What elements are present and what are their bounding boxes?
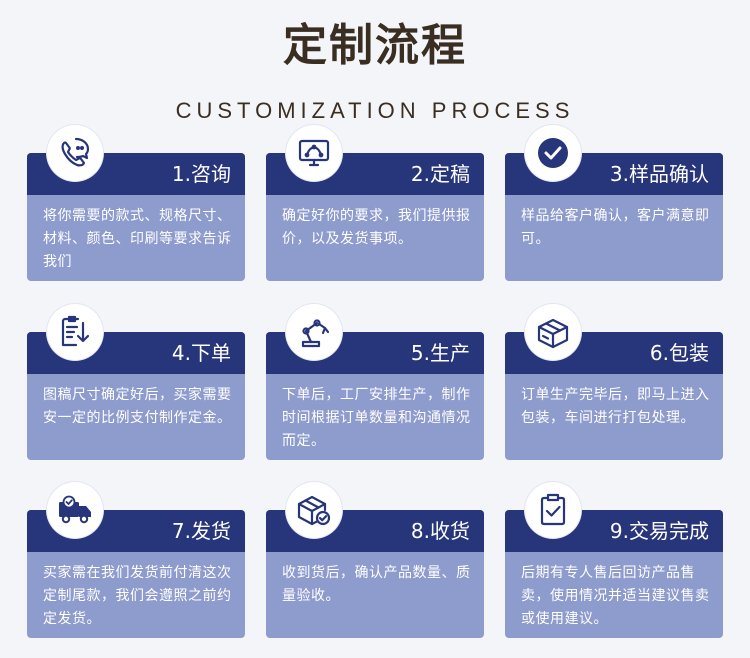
- step-card-receiving: 8.收货 收到货后，确认产品数量、质量验收。: [266, 482, 484, 638]
- step-description: 样品给客户确认，客户满意即可。: [521, 208, 710, 247]
- step-card-packaging: 6.包装 订单生产完毕后，即马上进入包装，车间进行打包处理。: [505, 304, 723, 460]
- icon-badge: [47, 304, 103, 360]
- page-subtitle: CUSTOMIZATION PROCESS: [175, 98, 575, 123]
- monitor-design-icon: [298, 139, 330, 167]
- step-description: 下单后，工厂安排生产，制作时间根据订单数量和沟通情况而定。: [282, 387, 471, 449]
- step-card-header: 4.下单: [27, 332, 245, 374]
- step-title: 4.下单: [171, 341, 231, 365]
- page-title: 定制流程: [283, 20, 467, 71]
- step-card-finalize: 2.定稿 确定好你的要求，我们提供报价，以及发货事项。: [266, 125, 484, 281]
- step-title: 9.交易完成: [609, 519, 709, 543]
- icon-badge: [525, 482, 581, 538]
- icon-badge: [286, 304, 342, 360]
- icon-badge: [286, 482, 342, 538]
- step-title: 8.收货: [410, 519, 470, 543]
- step-description: 图稿尺寸确定好后，买家需要安一定的比例支付制作定金。: [43, 387, 232, 426]
- icon-badge: [525, 125, 581, 181]
- step-description: 将你需要的款式、规格尺寸、材料、颜色、印刷等要求告诉我们: [43, 208, 232, 270]
- step-title: 1.咨询: [171, 162, 231, 186]
- step-title: 7.发货: [171, 519, 231, 543]
- icon-badge: [286, 125, 342, 181]
- step-title: 3.样品确认: [609, 162, 709, 186]
- completed-clipboard-icon: [540, 493, 566, 526]
- step-title: 2.定稿: [410, 162, 470, 186]
- phone-chat-icon: [61, 137, 90, 167]
- order-clipboard-icon: [61, 315, 90, 347]
- step-card-consult: 1.咨询 将你需要的款式、规格尺寸、材料、颜色、印刷等要求告诉我们: [27, 125, 245, 281]
- step-description: 确定好你的要求，我们提供报价，以及发货事项。: [282, 208, 471, 247]
- step-description: 订单生产完毕后，即马上进入包装，车间进行打包处理。: [521, 387, 710, 426]
- delivery-truck-icon: [59, 495, 91, 524]
- icon-badge: [525, 304, 581, 360]
- received-box-icon: [297, 495, 331, 526]
- checkmark-icon: [538, 138, 568, 168]
- icon-badge: [47, 482, 103, 538]
- step-description: 收到货后，确认产品数量、质量验收。: [282, 565, 471, 604]
- step-card-production: 5.生产 下单后，工厂安排生产，制作时间根据订单数量和沟通情况而定。: [266, 304, 484, 460]
- step-card-shipping: 7.发货 买家需在我们发货前付清这次定制尾款，我们会遵照之前约定发货。: [27, 482, 245, 638]
- step-description: 买家需在我们发货前付清这次定制尾款，我们会遵照之前约定发货。: [43, 565, 232, 627]
- step-card-complete: 9.交易完成 后期有专人售后回访产品售卖，使用情况并适当建议售卖或使用建议。: [505, 482, 723, 638]
- robot-arm-icon: [301, 319, 330, 348]
- step-description: 后期有专人售后回访产品售卖，使用情况并适当建议售卖或使用建议。: [521, 565, 710, 627]
- step-card-order: 4.下单 图稿尺寸确定好后，买家需要安一定的比例支付制作定金。: [27, 304, 245, 460]
- step-title: 6.包装: [649, 341, 709, 365]
- icon-badge: [47, 125, 103, 181]
- step-card-sample: 3.样品确认 样品给客户确认，客户满意即可。: [505, 125, 723, 281]
- package-box-icon: [537, 318, 569, 349]
- step-title: 5.生产: [410, 341, 470, 365]
